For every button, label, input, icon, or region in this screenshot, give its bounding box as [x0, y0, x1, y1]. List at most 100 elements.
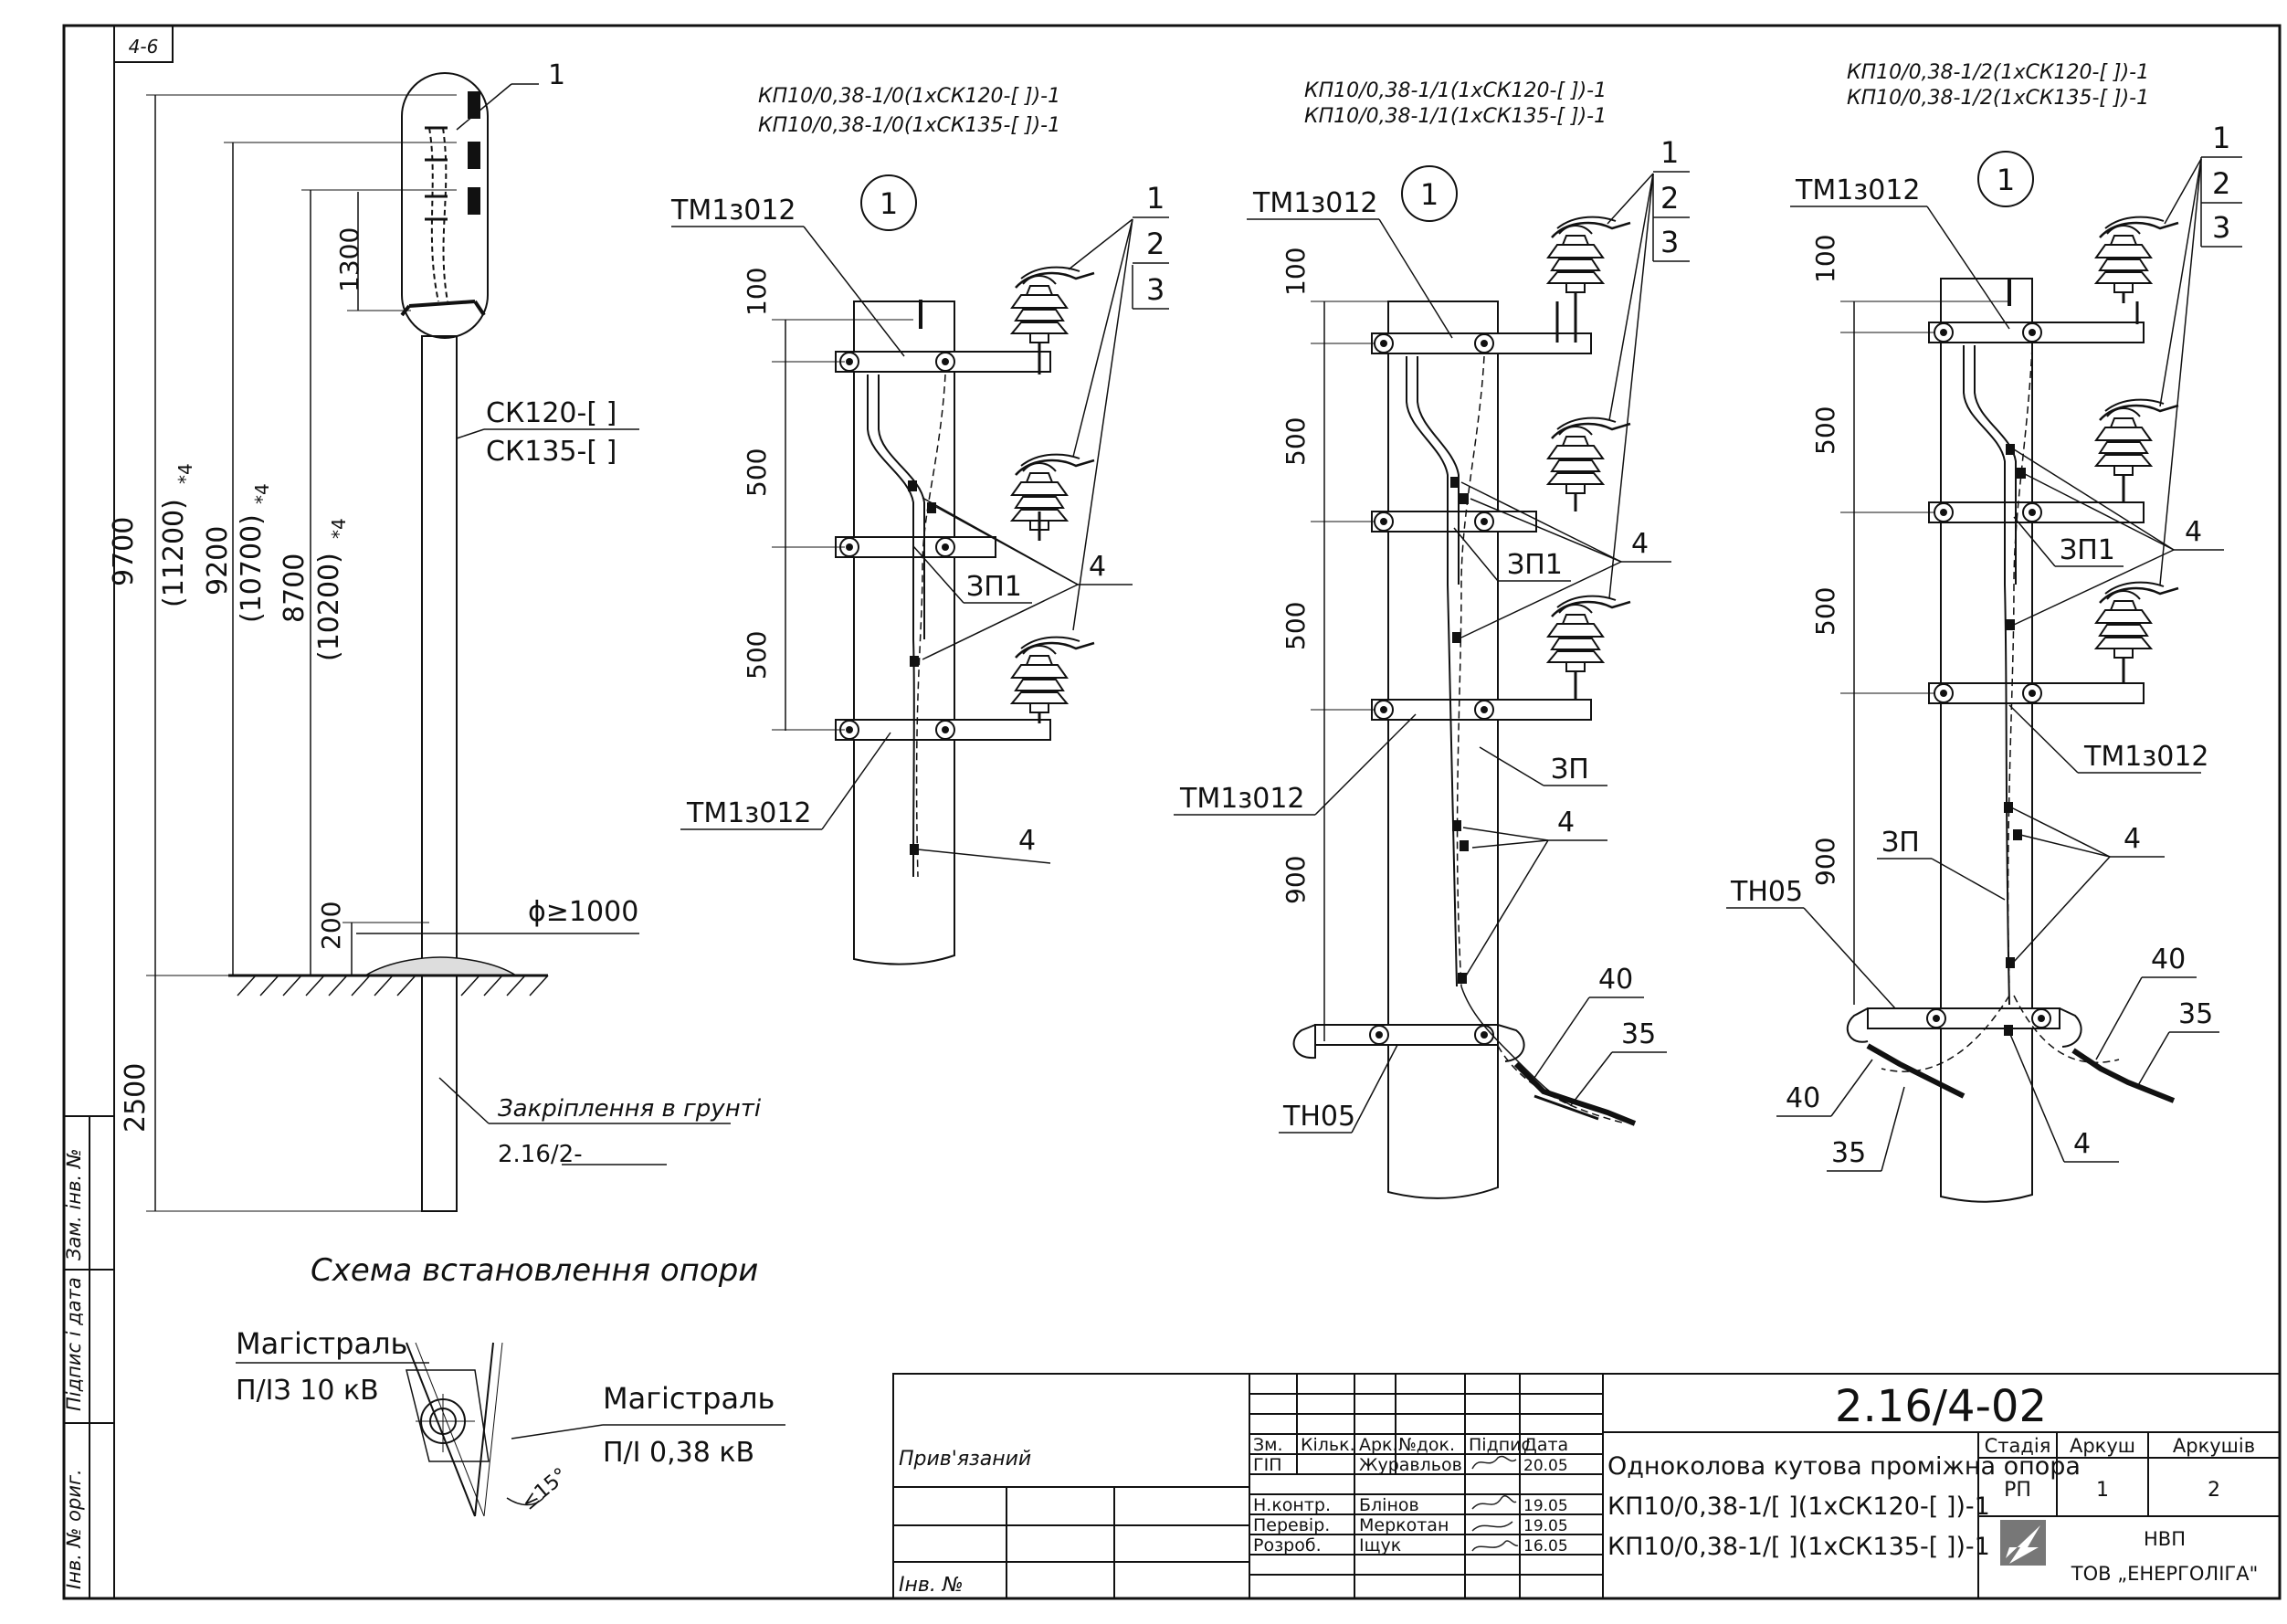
tb-name-3: Меркотан: [1359, 1515, 1449, 1535]
tb-h-qty: Кільк.: [1301, 1435, 1355, 1455]
view3-ref4-a: 4: [2185, 516, 2202, 548]
sheet-corner-code: 4-6: [129, 36, 159, 58]
view-3: КП10/0,38-1/2(1хСК120-[ ])-1 КП10/0,38-1…: [1726, 61, 2242, 1203]
view3-item-1: 1: [2212, 121, 2230, 155]
view1-title-1: КП10/0,38-1/0(1хСК120-[ ])-1: [758, 85, 1060, 108]
left-height-1: 9700: [108, 517, 140, 586]
tb-sheets: 2: [2208, 1479, 2220, 1502]
tb-h-sign: Підпис: [1469, 1435, 1531, 1455]
left-height-3-alt: (10200): [313, 553, 345, 661]
view2-item-2: 2: [1660, 181, 1679, 216]
tb-desc-3: КП10/0,38-1/[ ](1хСК135-[ ])-1: [1607, 1533, 1990, 1561]
left-height-3-note: *4: [328, 518, 350, 539]
left-pole-type-1: СК120-[ ]: [486, 397, 617, 429]
view1-top-label: ТМ1з012: [670, 195, 796, 227]
view3-dim-900: 900: [1810, 838, 1840, 886]
view2-title-1: КП10/0,38-1/1(1хСК120-[ ])-1: [1304, 79, 1607, 102]
left-height-2-note: *4: [251, 483, 273, 504]
view1-item-2: 2: [1146, 227, 1165, 261]
left-height-2: 9200: [202, 526, 234, 596]
view-1: КП10/0,38-1/0(1хСК120-[ ])-1 КП10/0,38-1…: [670, 85, 1169, 965]
view1-dim-500a: 500: [742, 448, 772, 497]
tb-drawing-number: 2.16/4-02: [1835, 1381, 2047, 1432]
left-callout-1: 1: [548, 59, 565, 91]
view2-title-2: КП10/0,38-1/1(1хСК135-[ ])-1: [1304, 105, 1607, 128]
signature-marks: [1471, 1455, 1519, 1552]
scheme-title: Схема встановлення опори: [311, 1252, 758, 1289]
scheme-line1-name: Магістраль: [236, 1326, 407, 1361]
view3-tn: ТН05: [1730, 876, 1803, 908]
view1-ref4-a: 4: [1089, 551, 1106, 583]
title-block: Прив'язаний Інв. № Зм. Кільк. Арк. №док.…: [892, 1373, 2281, 1599]
tb-date-3: 19.05: [1523, 1517, 1568, 1535]
tb-h-doc: №док.: [1398, 1435, 1455, 1455]
view3-callout: 1: [1997, 163, 2015, 197]
view2-ref4-b: 4: [1557, 807, 1575, 838]
left-height-2-alt: (10700): [236, 514, 268, 623]
scheme-line2-spec: П/І 0,38 кВ: [603, 1437, 754, 1469]
view2-top-label: ТМ1з012: [1252, 187, 1378, 219]
view2-dim-900: 900: [1281, 856, 1311, 904]
tb-name-4: Іщук: [1359, 1535, 1401, 1555]
view3-ref4-c: 4: [2073, 1128, 2091, 1160]
tb-role-4: Розроб.: [1253, 1535, 1322, 1555]
view3-dim-500a: 500: [1810, 406, 1840, 455]
view2-zp: ЗП: [1551, 754, 1589, 786]
tb-desc-2: КП10/0,38-1/[ ](1хСК120-[ ])-1: [1607, 1492, 1990, 1521]
view3-ref40-r: 40: [2151, 944, 2186, 975]
view3-zp: ЗП: [1881, 827, 1920, 859]
left-diameter: ϕ≥1000: [528, 896, 638, 928]
tb-date-4: 16.05: [1523, 1537, 1568, 1555]
tb-h-date: Дата: [1523, 1435, 1568, 1455]
tb-company-1: НВП: [2144, 1528, 2186, 1550]
view1-callout: 1: [880, 186, 898, 221]
side-label-replaced: Зам. інв. №: [63, 1148, 85, 1260]
view1-bottom-label: ТМ1з012: [686, 797, 812, 829]
left-height-1-alt: (11200): [158, 499, 190, 607]
view3-zp1: ЗП1: [2060, 534, 2115, 566]
view1-zp1: ЗП1: [966, 571, 1022, 603]
view2-dim-500b: 500: [1281, 602, 1311, 650]
view3-ref35-l: 35: [1831, 1137, 1866, 1169]
tb-stage-h: Стадія: [1985, 1435, 2051, 1457]
left-dim-200: 200: [316, 902, 346, 950]
left-ground-fix-ref: 2.16/2-: [498, 1141, 583, 1168]
tb-role-1: ГІП: [1253, 1455, 1281, 1475]
view3-title-2: КП10/0,38-1/2(1хСК135-[ ])-1: [1847, 87, 2149, 110]
company-logo: [2000, 1520, 2046, 1566]
view2-ref40: 40: [1598, 964, 1633, 996]
view2-dim-500a: 500: [1281, 417, 1311, 466]
left-pole-view: 1 1300 200 2500 9700 (11200) *4 9200: [108, 59, 762, 1212]
view2-tn: ТН05: [1282, 1101, 1355, 1133]
view2-zp1: ЗП1: [1507, 549, 1563, 581]
tb-sheets-h: Аркушів: [2173, 1435, 2255, 1457]
tb-date-2: 19.05: [1523, 1497, 1568, 1515]
tb-inv: Інв. №: [899, 1574, 964, 1597]
view-2: КП10/0,38-1/1(1хСК120-[ ])-1 КП10/0,38-1…: [1174, 79, 1690, 1199]
left-height-1-note: *4: [174, 463, 196, 484]
left-dim-1300: 1300: [334, 227, 364, 292]
tb-bound: Прив'язаний: [899, 1448, 1031, 1471]
view3-ref35-r: 35: [2178, 998, 2213, 1030]
left-pole-type-2: СК135-[ ]: [486, 436, 617, 468]
scheme-angle: ≤15°: [518, 1464, 573, 1515]
view3-ref4-b: 4: [2124, 823, 2141, 855]
view1-title-2: КП10/0,38-1/0(1хСК135-[ ])-1: [758, 114, 1060, 137]
view1-dim-100: 100: [742, 268, 772, 316]
view3-item-2: 2: [2212, 166, 2230, 201]
scheme-line1-spec: П/ІЗ 10 кВ: [236, 1375, 379, 1407]
tb-name-2: Блінов: [1359, 1495, 1419, 1515]
view2-mid-label: ТМ1з012: [1179, 783, 1305, 815]
tb-date-1: 20.05: [1523, 1457, 1568, 1475]
tb-company-2: ТОВ „ЕНЕРГОЛІГА": [2071, 1563, 2258, 1585]
tb-role-3: Перевір.: [1253, 1515, 1330, 1535]
view3-ref40-l: 40: [1786, 1082, 1820, 1114]
tb-role-2: Н.контр.: [1253, 1495, 1331, 1515]
view1-item-1: 1: [1146, 181, 1165, 216]
view3-title-1: КП10/0,38-1/2(1хСК120-[ ])-1: [1847, 61, 2149, 84]
view2-dim-100: 100: [1281, 248, 1311, 296]
install-scheme: Схема встановлення опори Магістраль П/ІЗ…: [236, 1252, 785, 1517]
scheme-line2-name: Магістраль: [603, 1381, 775, 1416]
view2-callout: 1: [1420, 177, 1439, 212]
